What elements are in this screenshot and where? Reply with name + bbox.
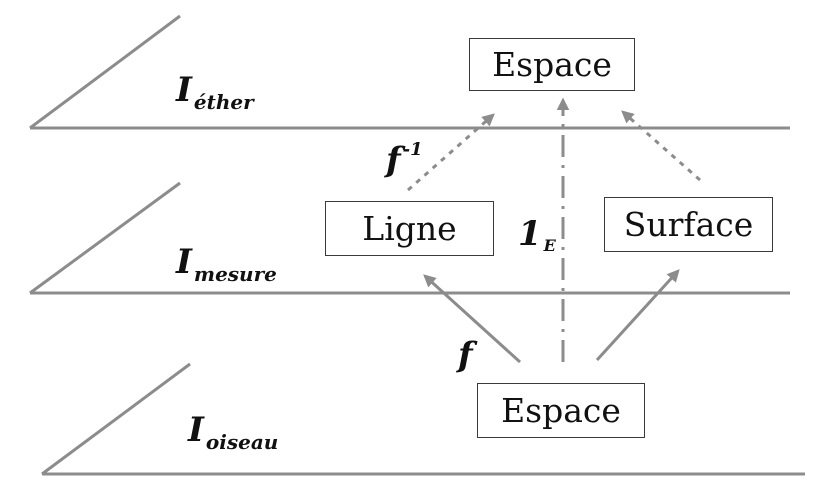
plane-subscript: oiseau <box>205 430 279 454</box>
node-espace-top: Espace <box>469 38 635 91</box>
label-f: f <box>458 335 473 375</box>
node-espace-bottom: Espace <box>477 383 645 438</box>
plane-mesure <box>29 181 790 295</box>
arrow-surface-to-espace <box>621 110 701 182</box>
label-identity-subscript: E <box>543 236 556 255</box>
label-f-text: f <box>458 335 473 375</box>
plane-oiseau <box>41 362 805 476</box>
label-f-inverse-base: f <box>386 140 401 180</box>
node-ligne: Ligne <box>325 201 494 256</box>
plane-letter: I <box>176 242 192 282</box>
arrow-f-inverse <box>407 113 495 192</box>
node-surface: Surface <box>604 197 773 252</box>
plane-letter: I <box>188 410 204 450</box>
plane-subscript: éther <box>193 90 254 114</box>
label-f-inverse-exponent: -1 <box>402 139 423 160</box>
plane-ether <box>29 14 790 130</box>
arrow-f <box>423 274 522 364</box>
plane-subscript: mesure <box>193 262 277 286</box>
label-f-inverse: f-1 <box>386 139 423 180</box>
arrow-to-surface <box>595 269 680 362</box>
plane-letter: I <box>176 70 192 110</box>
label-identity-base: 1 <box>518 214 542 254</box>
